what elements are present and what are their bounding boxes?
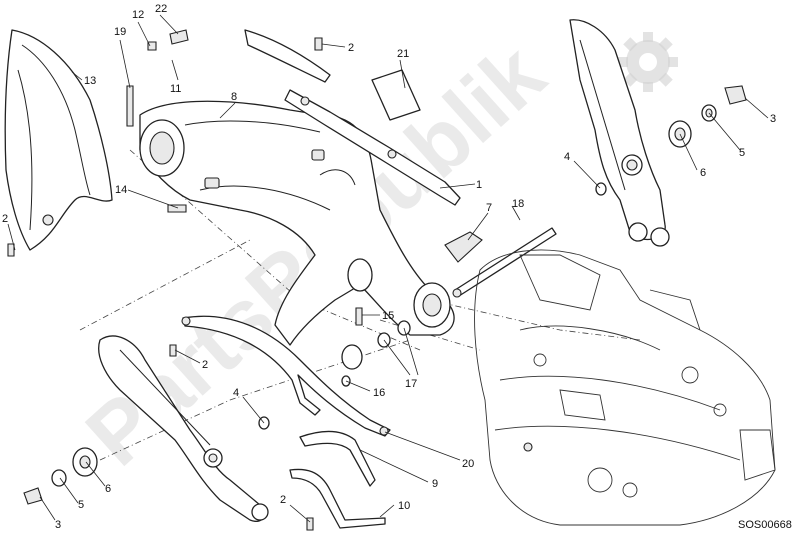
rubber-pad <box>444 231 483 263</box>
swingarm <box>139 100 455 346</box>
callout-12: 12 <box>132 9 144 21</box>
callout-6-right: 6 <box>700 167 706 179</box>
callout-3-left: 3 <box>55 519 61 531</box>
pivot-spindle <box>452 227 557 298</box>
chain-guard <box>4 29 113 251</box>
callout-7: 7 <box>486 202 492 214</box>
callout-10: 10 <box>398 500 410 512</box>
callout-22: 22 <box>155 3 167 15</box>
callout-14: 14 <box>115 184 127 196</box>
chain-slider <box>284 89 461 206</box>
cover-plate <box>244 29 421 121</box>
callout-17: 17 <box>405 378 417 390</box>
bolts <box>7 29 411 531</box>
callout-2-bottom: 2 <box>280 494 286 506</box>
engine <box>474 249 776 526</box>
callout-2-mid: 2 <box>202 359 208 371</box>
callout-labels: 1 2 2 2 2 3 3 4 4 5 5 6 6 7 8 9 10 11 12… <box>2 3 776 531</box>
callout-4-left: 4 <box>233 387 239 399</box>
reference-code: SOS00668 <box>738 519 792 531</box>
left-pivot-hardware <box>23 447 98 505</box>
callout-18: 18 <box>512 198 524 210</box>
callout-8: 8 <box>231 91 237 103</box>
callout-2-left: 2 <box>2 213 8 225</box>
left-footpeg-bracket <box>98 335 269 522</box>
callout-5-right: 5 <box>739 147 745 159</box>
callout-15: 15 <box>382 310 394 322</box>
callout-19: 19 <box>114 26 126 38</box>
callout-5-left: 5 <box>78 499 84 511</box>
callout-16: 16 <box>373 387 385 399</box>
callout-6-left: 6 <box>105 483 111 495</box>
callout-21: 21 <box>397 48 409 60</box>
callout-2-top: 2 <box>348 42 354 54</box>
callout-3-right: 3 <box>770 113 776 125</box>
callout-1: 1 <box>476 179 482 191</box>
callout-9: 9 <box>432 478 438 490</box>
callout-20: 20 <box>462 458 474 470</box>
callout-13: 13 <box>84 75 96 87</box>
right-footpeg-bracket <box>569 19 670 247</box>
lower-guard-set <box>289 430 386 529</box>
gear-icon <box>618 32 678 92</box>
callout-11: 11 <box>170 83 181 95</box>
leader-lines <box>7 14 769 523</box>
callout-4-right: 4 <box>564 151 570 163</box>
lower-chain-guide <box>181 315 391 437</box>
